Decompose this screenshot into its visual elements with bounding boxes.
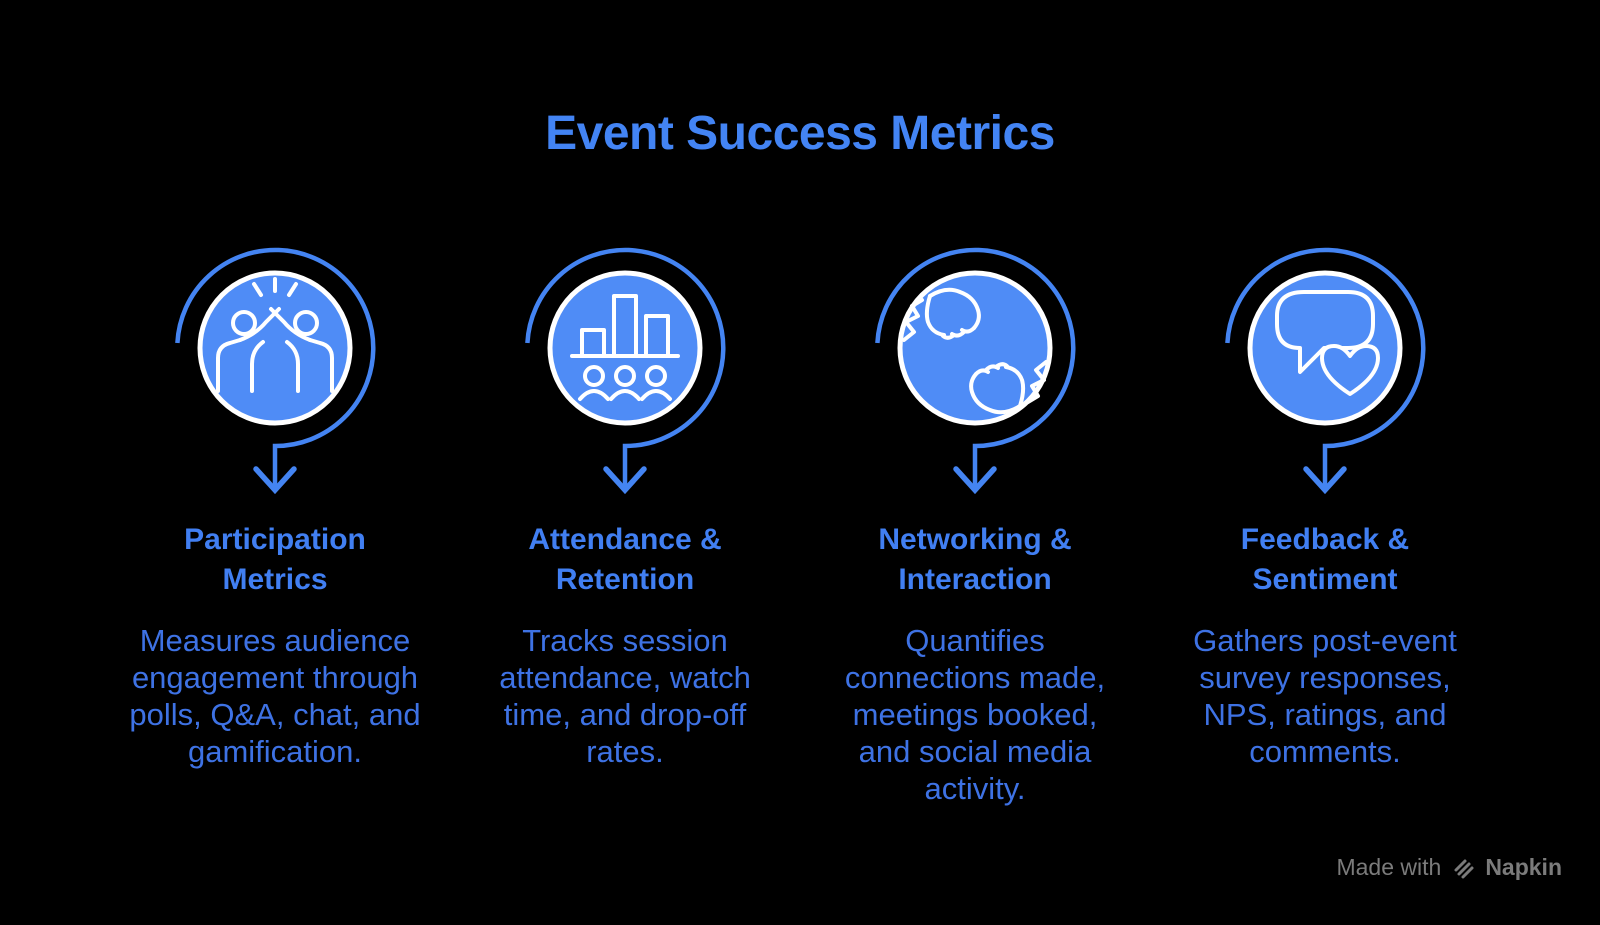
fist-bump-icon [860,236,1090,496]
page-title: Event Success Metrics [545,107,1055,160]
column-heading: Participation Metrics [184,523,366,596]
column-description: Measures audience engagement through pol… [129,623,421,769]
watermark-brand: Napkin [1485,854,1562,880]
bar-chart-audience-icon [510,236,740,496]
column-networking-interaction: Networking & Interaction Quantifies conn… [808,236,1142,807]
napkin-watermark: Made with Napkin [1336,854,1562,881]
speech-bubble-heart-icon [1210,236,1440,496]
column-attendance-retention: Attendance & Retention Tracks session at… [458,236,792,807]
column-heading: Networking & Interaction [878,523,1072,596]
napkin-logo-icon [1454,859,1474,878]
column-description: Gathers post-event survey responses, NPS… [1193,623,1457,769]
metric-columns: Participation Metrics Measures audience … [0,236,1600,807]
column-heading: Attendance & Retention [528,523,722,596]
column-heading: Feedback & Sentiment [1240,523,1410,596]
high-five-icon [160,236,390,496]
column-feedback-sentiment: Feedback & Sentiment Gathers post-event … [1158,236,1492,807]
watermark-text: Made with [1336,854,1442,880]
column-description: Quantifies connections made, meetings bo… [844,623,1106,806]
column-description: Tracks session attendance, watch time, a… [499,623,751,769]
column-participation-metrics: Participation Metrics Measures audience … [108,236,442,807]
